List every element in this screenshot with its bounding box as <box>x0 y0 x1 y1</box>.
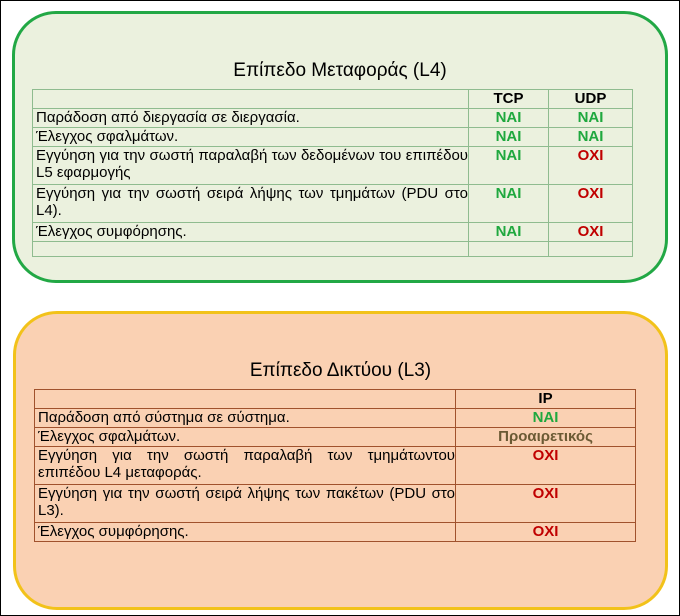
transport-layer-panel: Επίπεδο Μεταφοράς (L4) TCP UDP Παράδοση … <box>12 11 668 283</box>
table-header-row: TCP UDP <box>32 89 633 109</box>
network-layer-table: IP Παράδοση από σύστημα σε σύστημα. ΝΑΙ … <box>34 389 636 542</box>
network-layer-title: Επίπεδο Δικτύου (L3) <box>249 360 432 381</box>
udp-value: ΟΧΙ <box>548 184 633 223</box>
table-row: Έλεγχος σφαλμάτων. ΝΑΙ ΝΑΙ <box>32 127 633 147</box>
tcp-value: ΝΑΙ <box>468 127 549 147</box>
ip-value: ΝΑΙ <box>455 408 636 428</box>
table-empty-row <box>32 241 633 257</box>
ip-value: ΟΧΙ <box>455 522 636 542</box>
row-description: Παράδοση από διεργασία σε διεργασία. <box>32 108 469 128</box>
tcp-value: ΝΑΙ <box>468 222 549 242</box>
table-row: Παράδοση από διεργασία σε διεργασία. ΝΑΙ… <box>32 108 633 128</box>
row-description: Έλεγχος σφαλμάτων. <box>32 127 469 147</box>
ip-value: ΟΧΙ <box>455 484 636 523</box>
table-row: Εγγύηση για την σωστή παραλαβή των τμημά… <box>34 446 636 485</box>
udp-value: ΝΑΙ <box>548 108 633 128</box>
table-row: Εγγύηση για την σωστή σειρά λήψης των τμ… <box>32 184 633 223</box>
table-header-row: IP <box>34 389 636 409</box>
header-empty-cell <box>34 389 456 409</box>
row-description: Εγγύηση για την σωστή παραλαβή των δεδομ… <box>32 146 469 185</box>
udp-value: ΟΧΙ <box>548 222 633 242</box>
row-description: Παράδοση από σύστημα σε σύστημα. <box>34 408 456 428</box>
ip-value: Προαιρετικός <box>455 427 636 447</box>
table-row: Εγγύηση για την σωστή παραλαβή των δεδομ… <box>32 146 633 185</box>
table-row: Έλεγχος σφαλμάτων. Προαιρετικός <box>34 427 636 447</box>
table-row: Παράδοση από σύστημα σε σύστημα. ΝΑΙ <box>34 408 636 428</box>
row-description: Έλεγχος συμφόρησης. <box>32 222 469 242</box>
row-description: Έλεγχος σφαλμάτων. <box>34 427 456 447</box>
table-row: Έλεγχος συμφόρησης. ΝΑΙ ΟΧΙ <box>32 222 633 242</box>
network-layer-panel: Επίπεδο Δικτύου (L3) IP Παράδοση από σύσ… <box>13 311 668 610</box>
udp-value: ΟΧΙ <box>548 146 633 185</box>
transport-layer-title: Επίπεδο Μεταφοράς (L4) <box>233 60 447 81</box>
row-description: Εγγύηση για την σωστή παραλαβή των τμημά… <box>34 446 456 485</box>
header-empty-cell <box>32 89 469 109</box>
header-ip: IP <box>455 389 636 409</box>
header-tcp: TCP <box>468 89 549 109</box>
table-row: Έλεγχος συμφόρησης. ΟΧΙ <box>34 522 636 542</box>
row-description: Εγγύηση για την σωστή σειρά λήψης των πα… <box>34 484 456 523</box>
udp-value: ΝΑΙ <box>548 127 633 147</box>
transport-layer-table: TCP UDP Παράδοση από διεργασία σε διεργα… <box>32 89 633 257</box>
ip-value: ΟΧΙ <box>455 446 636 485</box>
tcp-value: ΝΑΙ <box>468 146 549 185</box>
row-description: Έλεγχος συμφόρησης. <box>34 522 456 542</box>
header-udp: UDP <box>548 89 633 109</box>
row-description: Εγγύηση για την σωστή σειρά λήψης των τμ… <box>32 184 469 223</box>
tcp-value: ΝΑΙ <box>468 184 549 223</box>
table-row: Εγγύηση για την σωστή σειρά λήψης των πα… <box>34 484 636 523</box>
tcp-value: ΝΑΙ <box>468 108 549 128</box>
